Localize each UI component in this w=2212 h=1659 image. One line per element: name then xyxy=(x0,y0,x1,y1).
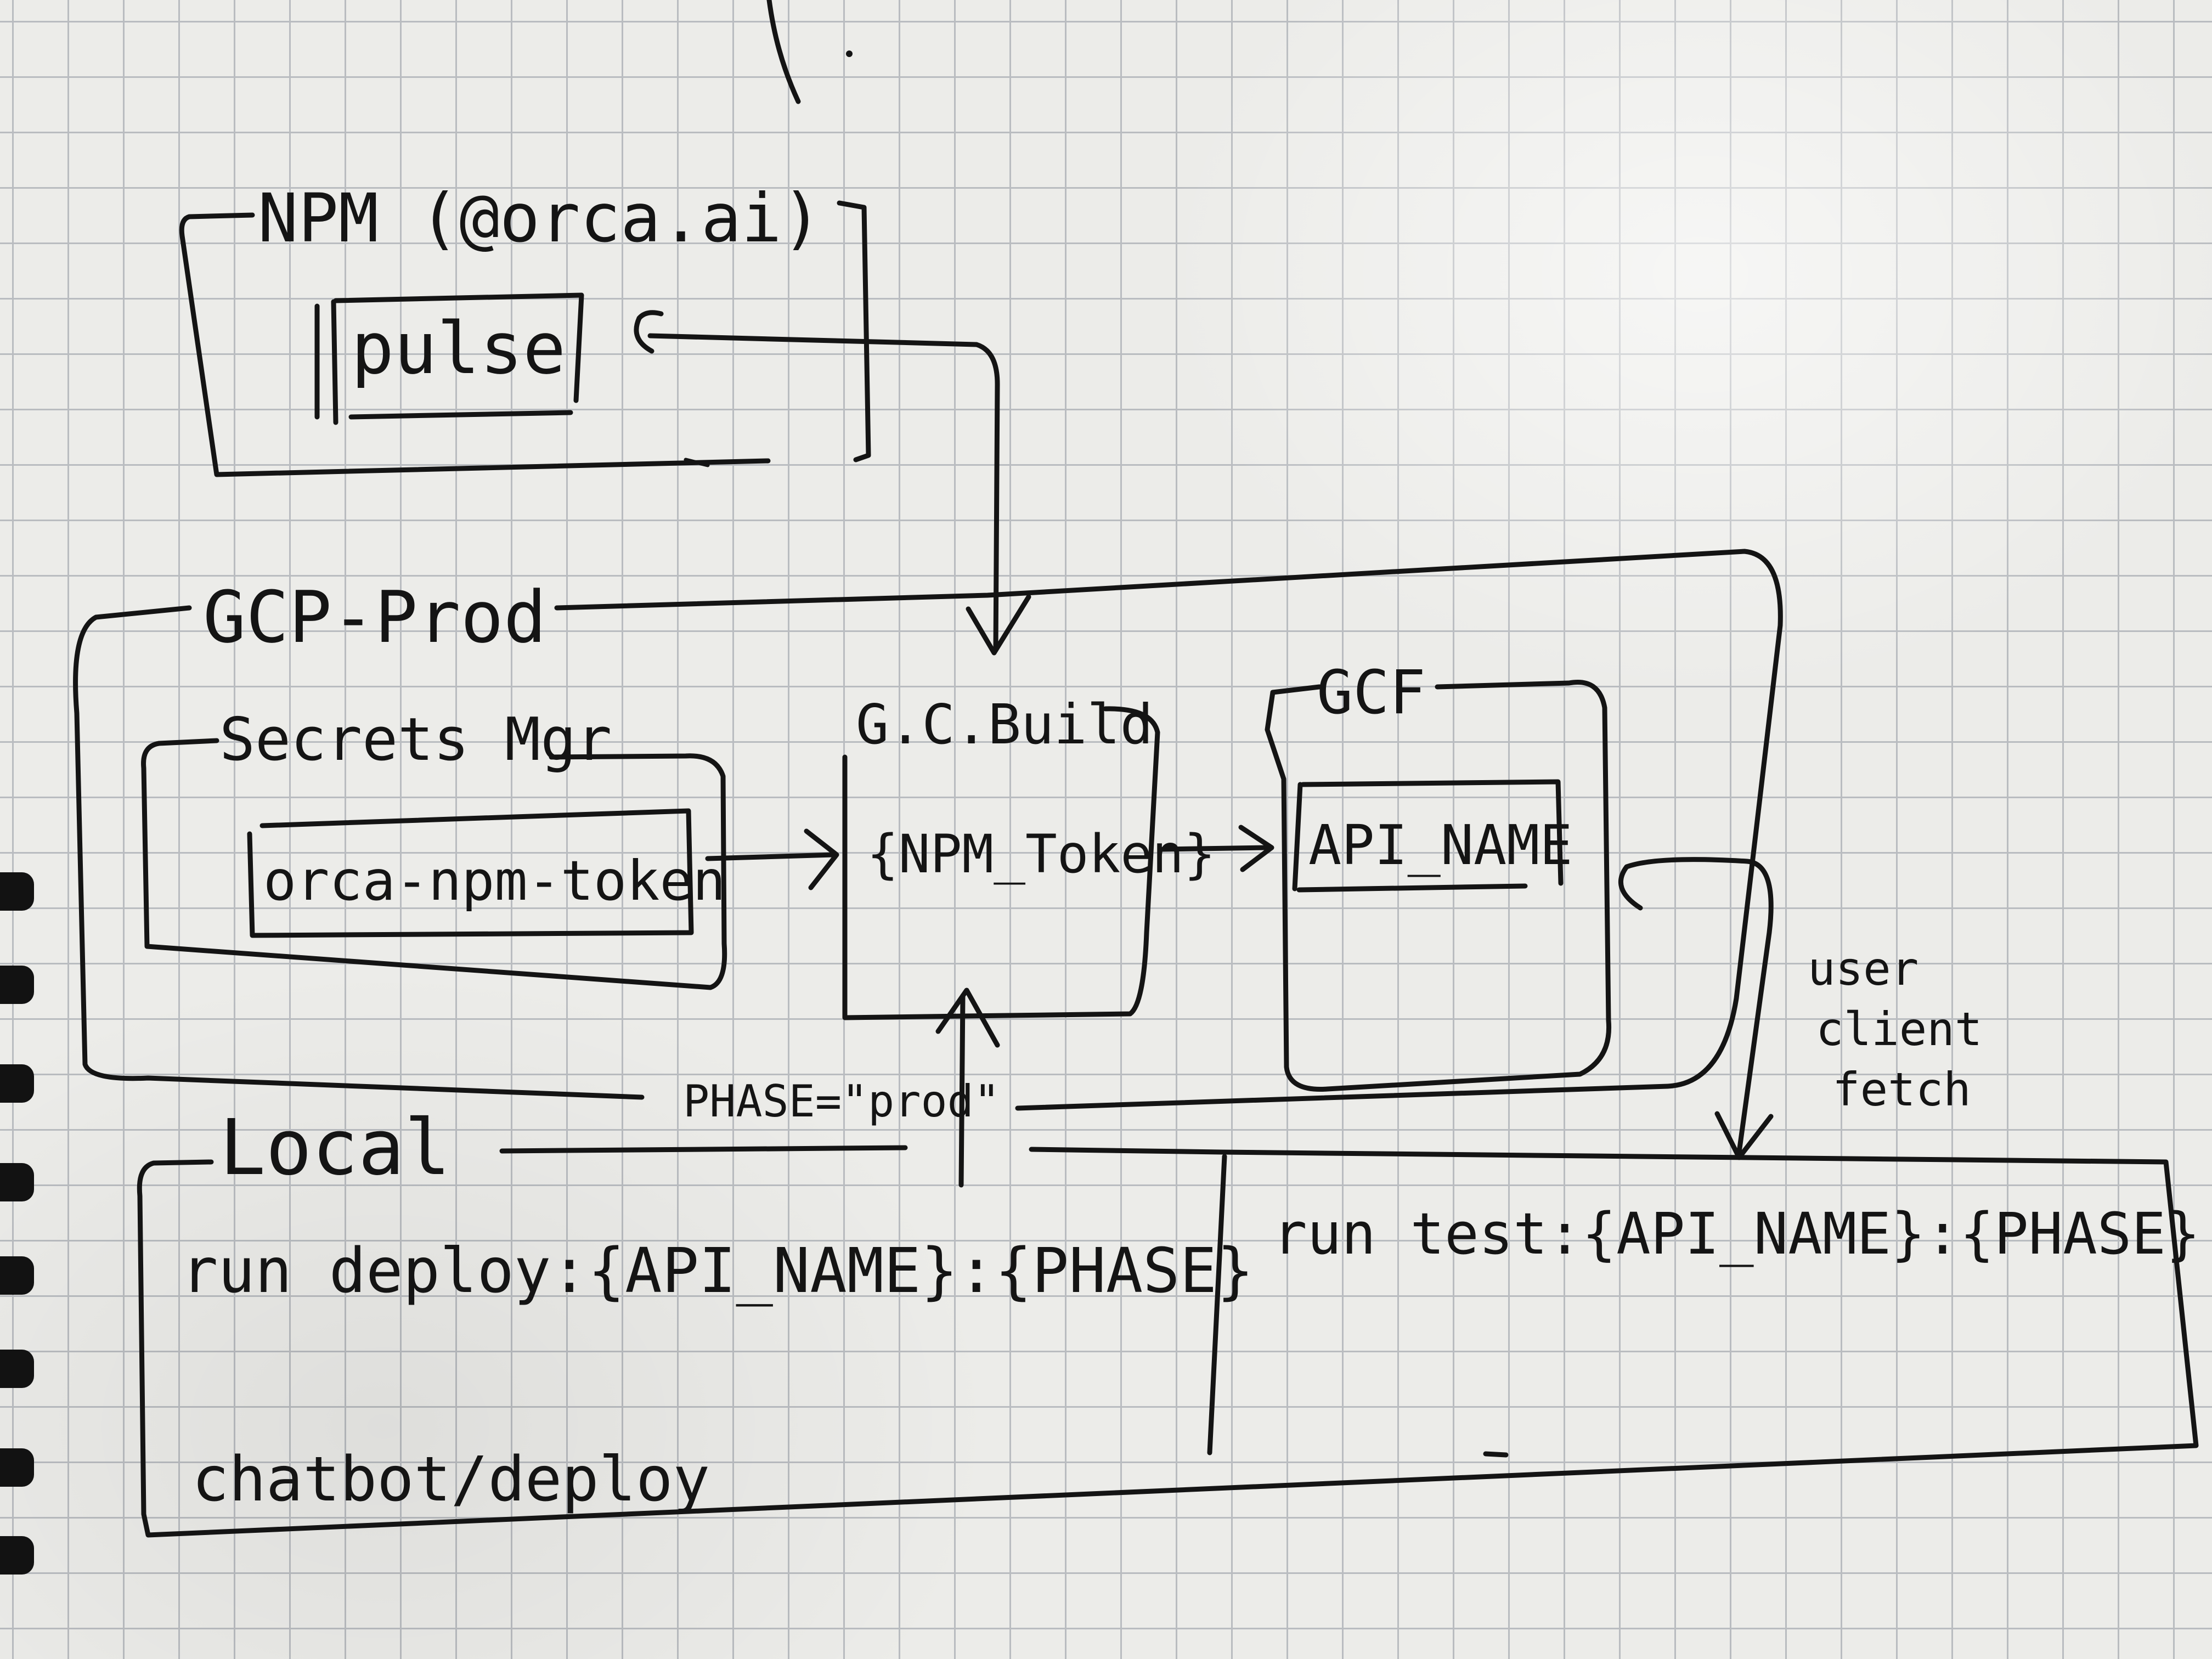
secrets-manager-label: Secrets Mgr xyxy=(219,706,612,774)
spiral-ring xyxy=(0,1350,34,1388)
npm-box xyxy=(179,200,871,477)
spiral-ring xyxy=(0,1064,34,1103)
api-name-box xyxy=(1292,779,1564,893)
arrowhead xyxy=(1238,825,1274,872)
gcf-box xyxy=(1265,680,1612,1092)
phase-label: PHASE="prod" xyxy=(683,1076,1000,1127)
spiral-ring xyxy=(0,872,34,911)
npm-to-build-arrow xyxy=(647,333,1000,653)
secrets-manager-box xyxy=(141,738,727,990)
client-fetch-arrow xyxy=(1618,857,1774,1155)
cloud-build-label: G.C.Build xyxy=(856,692,1153,757)
api-name: API_NAME xyxy=(1308,813,1573,877)
deploy-folder: chatbot/deploy xyxy=(192,1444,710,1515)
npm-label: NPM (@orca.ai) xyxy=(258,179,822,257)
npm-token-secret-box xyxy=(247,808,694,938)
build-to-gcf-arrow xyxy=(1160,845,1270,852)
npm-token-secret: orca-npm-token xyxy=(263,849,726,913)
cloud-build-box xyxy=(842,706,1160,1020)
local-label: Local xyxy=(219,1103,450,1193)
local-to-build-arrow xyxy=(958,993,966,1188)
stray-dot xyxy=(846,50,853,57)
local-box xyxy=(137,1145,2199,1538)
spiral-ring xyxy=(0,1536,34,1575)
spiral-ring xyxy=(0,1448,34,1487)
test-command: run test:{API_NAME}:{PHASE} xyxy=(1273,1200,2200,1267)
npm-token-var: {NPM_Token} xyxy=(867,823,1216,885)
pulse-package-box xyxy=(314,292,584,425)
secret-to-build-arrow xyxy=(705,852,837,861)
spiral-ring xyxy=(0,966,34,1004)
user-fetch-line-3: fetch xyxy=(1832,1063,1971,1116)
user-fetch-line-2: client xyxy=(1816,1002,1982,1056)
spiral-ring xyxy=(0,1256,34,1295)
stray-line xyxy=(766,0,801,104)
gcp-prod-label: GCP-Prod xyxy=(203,575,546,659)
deploy-command: run deploy:{API_NAME}:{PHASE} xyxy=(181,1235,1254,1307)
gcp-prod-box xyxy=(73,549,1783,1111)
arrowhead xyxy=(804,828,839,890)
gcf-label: GCF xyxy=(1317,657,1426,727)
pulse-package: pulse xyxy=(351,307,566,390)
spiral-ring xyxy=(0,1163,34,1201)
user-fetch-line-1: user xyxy=(1808,942,1918,996)
arrowhead xyxy=(935,988,1000,1048)
arrowhead xyxy=(966,594,1031,656)
arrow-hook xyxy=(634,310,664,354)
